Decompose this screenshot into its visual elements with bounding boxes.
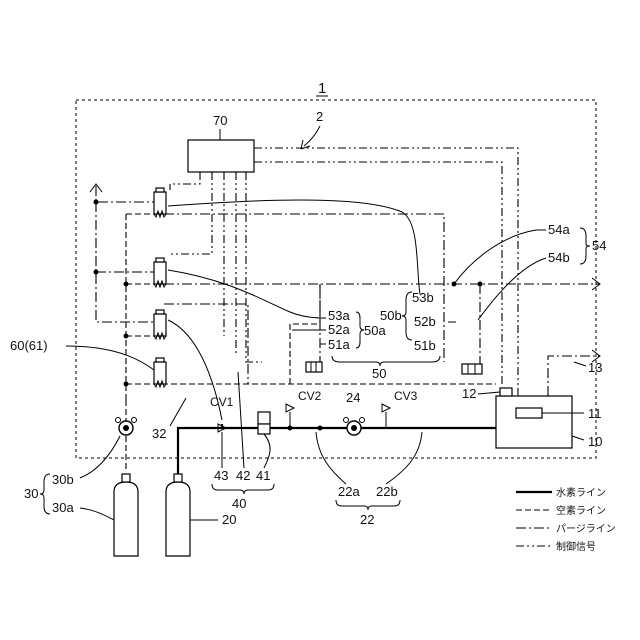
curve-to-53a <box>168 270 326 318</box>
gas-cylinder-20-icon <box>166 474 190 556</box>
curve-54b <box>478 258 546 320</box>
label-53a: 53a <box>328 308 350 323</box>
brace-40 <box>212 484 274 494</box>
label-60-61: 60(61) <box>10 338 48 353</box>
leader-32 <box>170 398 186 426</box>
junction-dot <box>94 270 99 275</box>
label-41: 41 <box>256 468 270 483</box>
leader-42 <box>238 372 244 468</box>
junction-dot <box>124 382 129 387</box>
label-51a: 51a <box>328 337 350 352</box>
subsystem-arrow <box>304 126 320 146</box>
solenoid-valve-1 <box>154 188 166 217</box>
label-20: 20 <box>222 512 236 527</box>
label-22a: 22a <box>338 484 360 499</box>
label-cv1: CV1 <box>210 395 234 409</box>
leader-41 <box>264 434 270 468</box>
label-51b: 51b <box>414 338 436 353</box>
component-12 <box>500 388 512 396</box>
component-11 <box>516 408 542 418</box>
label-11: 11 <box>588 406 602 421</box>
leader-60 <box>66 346 154 370</box>
control-line-right-lower <box>254 162 502 386</box>
label-50a: 50a <box>364 323 386 338</box>
legend-text-hydrogen: 水素ライン <box>556 486 606 499</box>
label-32: 32 <box>152 426 166 441</box>
brace-50b <box>402 292 412 340</box>
brace-50a <box>356 312 364 348</box>
label-54a: 54a <box>548 222 570 237</box>
legend-text-purge: パージライン <box>556 523 616 535</box>
subsystem-label: 2 <box>316 109 323 124</box>
purge-line-left-lower <box>164 304 248 384</box>
brace-50 <box>332 356 440 366</box>
label-22: 22 <box>360 512 374 527</box>
fuel-cell-box-10 <box>496 396 572 448</box>
label-10: 10 <box>588 434 602 449</box>
legend-text-air: 空素ライン <box>556 504 606 517</box>
leader-12 <box>478 392 500 394</box>
label-cv3: CV3 <box>394 389 418 403</box>
check-valve-cv3-icon <box>382 404 390 428</box>
leader-30a <box>80 508 114 520</box>
brace-22 <box>336 500 400 510</box>
label-40: 40 <box>232 496 246 511</box>
valve-51b <box>462 364 482 374</box>
junction-dot <box>452 282 457 287</box>
legend-text-control: 制御信号 <box>556 540 596 553</box>
controller-box <box>188 140 254 172</box>
curve-54a <box>454 230 546 284</box>
label-13: 13 <box>588 360 602 375</box>
label-43: 43 <box>214 468 228 483</box>
label-52a: 52a <box>328 322 350 337</box>
junction-dot <box>124 282 129 287</box>
label-30a: 30a <box>52 500 74 515</box>
controller-label: 70 <box>213 113 227 128</box>
label-53b: 53b <box>412 290 434 305</box>
label-24: 24 <box>346 390 360 405</box>
leader-10 <box>572 436 584 440</box>
label-12: 12 <box>462 386 476 401</box>
solenoid-valve-2 <box>154 258 166 287</box>
purge-left-vertical <box>96 202 154 322</box>
label-50b: 50b <box>380 308 402 323</box>
label-54b: 54b <box>548 250 570 265</box>
label-22b: 22b <box>376 484 398 499</box>
solenoid-valve-3 <box>154 310 166 339</box>
label-cv2: CV2 <box>298 389 322 403</box>
junction-dot <box>478 282 483 287</box>
brace-30 <box>40 474 50 514</box>
valve-41 <box>258 412 270 434</box>
label-30b: 30b <box>52 472 74 487</box>
purge-line-upper-mid <box>164 214 444 362</box>
label-30: 30 <box>24 486 38 501</box>
gas-cylinder-30a-icon <box>114 474 138 556</box>
label-42: 42 <box>236 468 250 483</box>
control-line-valve1 <box>170 172 200 190</box>
purge-line-r-branch2 <box>464 284 480 370</box>
junction-dot <box>124 334 129 339</box>
legend: 水素ライン 空素ライン パージライン 制御信号 <box>516 486 616 553</box>
leader-13 <box>574 362 586 366</box>
regulator-24-icon <box>344 418 365 436</box>
purge-line-r-branch <box>306 284 320 366</box>
check-valve-cv2-icon <box>286 404 294 428</box>
label-54: 54 <box>592 238 606 253</box>
junction-dot <box>94 200 99 205</box>
system-label: 1 <box>318 80 326 97</box>
valve-51a <box>306 362 322 372</box>
solenoid-valve-60 <box>154 358 166 387</box>
control-line-right-upper <box>254 148 518 396</box>
leader-30b <box>80 436 120 478</box>
brace-54 <box>580 228 590 264</box>
label-50: 50 <box>372 366 386 381</box>
label-52b: 52b <box>414 314 436 329</box>
purge-exhaust-top <box>96 186 154 202</box>
